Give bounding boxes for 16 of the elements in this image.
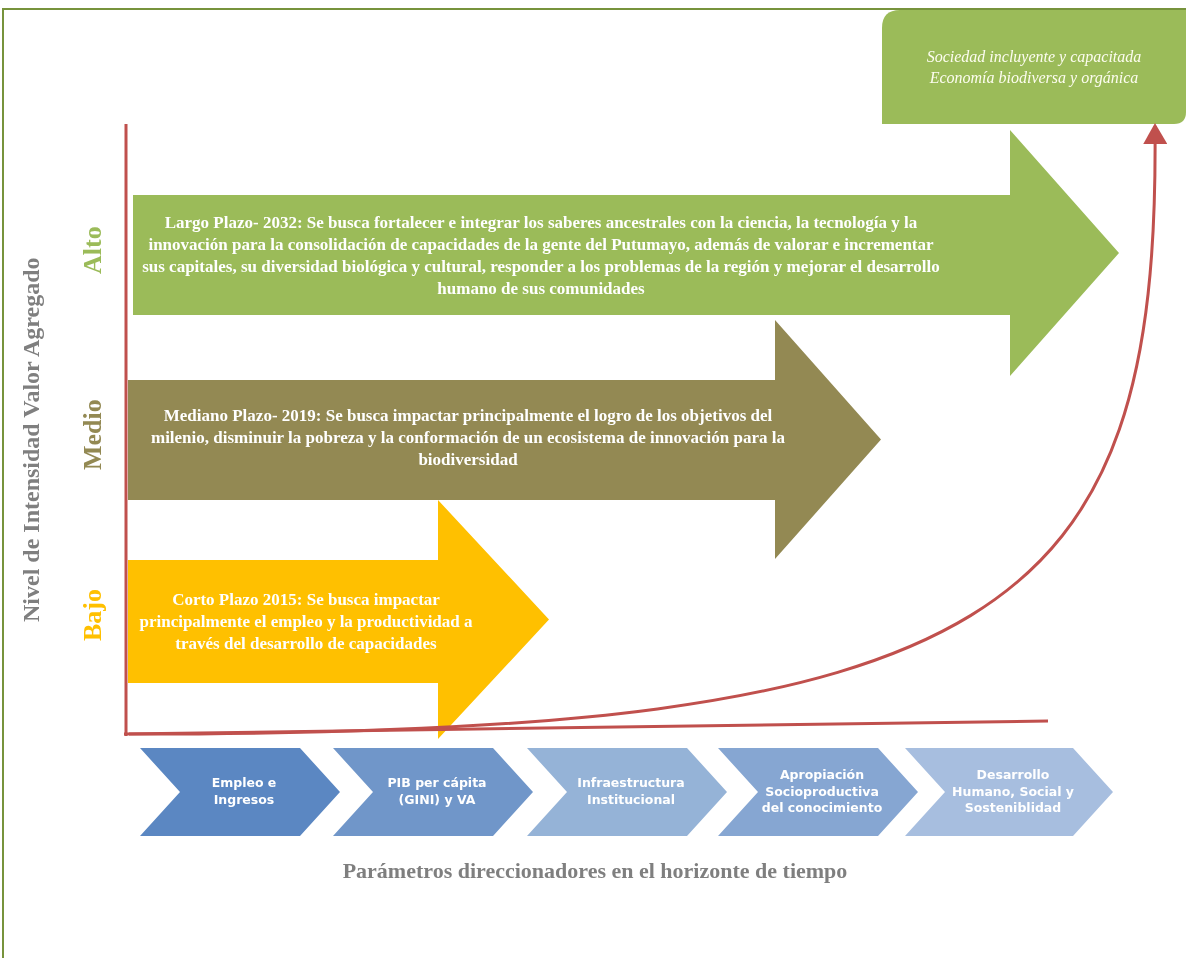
level-label: Medio [78,398,108,473]
goal-text: Corto Plazo 2015: Se busca impactar principalmente el empleo y la productividad a través del desarrollo de capacidades [138,588,474,656]
parameter-text: Apropiación Socioproductiva del conocimiento [760,766,884,818]
outcome-text: Sociedad incluyente y capacitada [925,47,1143,68]
goal-text: Largo Plazo- 2032: Se busca fortalecer e integrar los saberes ancestrales con la ciencia, la tecnología y la innovación para la consolidación de capacidades de la gente del Putumayo, además de valorar e incrementar sus capitales, su diversidad biológica y cultural, responder a los problemas de la región y mejorar el desarrollo humano de sus comunidades [141,211,941,301]
level-label: Alto [78,225,108,276]
parameter-text: PIB per cápita (GINI) y VA [386,775,488,809]
parameter-text: Empleo e Ingresos [210,775,278,809]
axis-title: Nivel de Intensidad Valor Agregado [18,256,45,625]
outcome-text: Economía biodiversa y orgánica [928,68,1140,89]
parameter-text: Infraestructura Institucional [576,775,686,809]
parameter-text: Desarrollo Humano, Social y Sosteniblidad [951,766,1075,818]
level-label: Bajo [78,588,108,643]
trend-curve-arrow [129,123,1167,736]
goal-text: Mediano Plazo- 2019: Se busca impactar principalmente el logro de los objetivos del milenio, disminuir la pobreza y la conformación de un ecosistema de innovación para la biodiversidad [149,404,787,472]
axis-title: Parámetros direccionadores en el horizonte de tiempo [341,858,849,884]
